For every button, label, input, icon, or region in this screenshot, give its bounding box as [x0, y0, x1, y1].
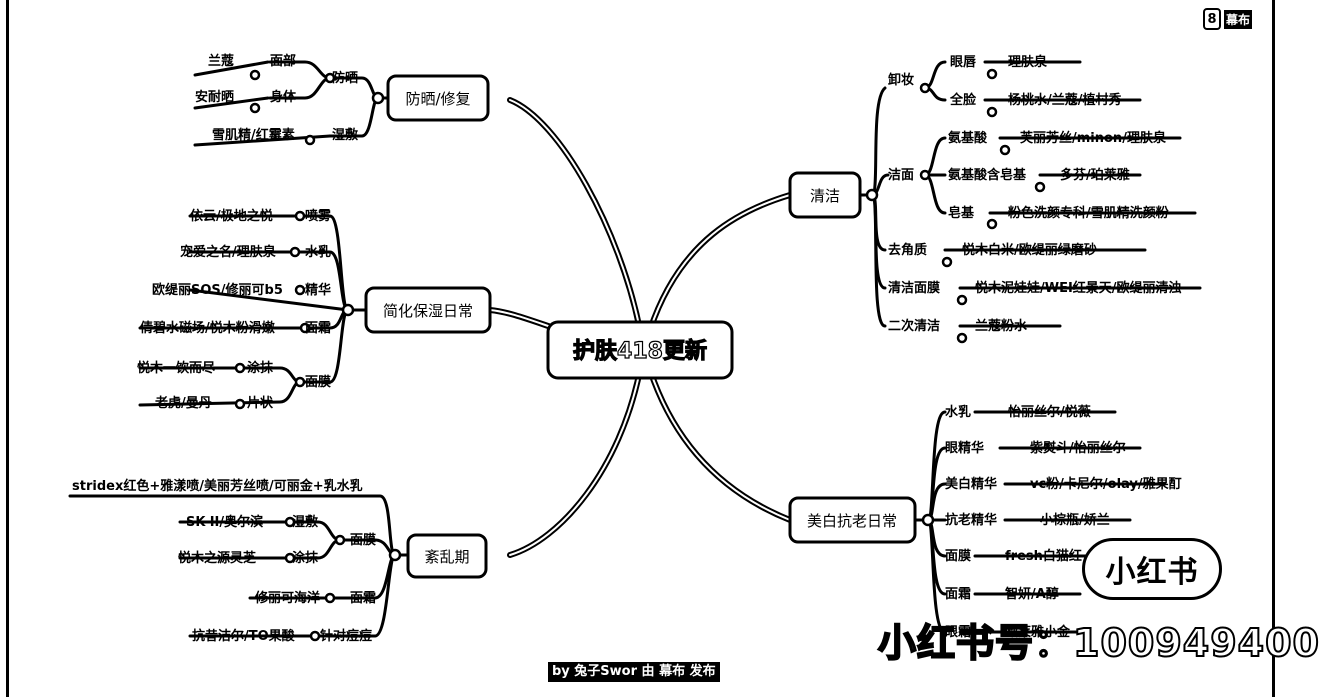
leaf-cat[interactable]: 喷雾 — [305, 208, 332, 224]
brand-name: 幕布 — [1224, 9, 1253, 29]
leaf-cat[interactable]: 水乳 — [945, 404, 971, 420]
leaf-prod[interactable]: 理肤泉 — [1008, 54, 1048, 70]
brand-logo: 8 幕布 — [1203, 6, 1253, 32]
leaf-cat[interactable]: 全脸 — [949, 92, 977, 108]
leaf-prod[interactable]: 兰蔻 — [208, 53, 234, 69]
group-label-mask[interactable]: 面膜 — [350, 532, 376, 548]
mubu-logo-icon: 8 — [1203, 8, 1221, 30]
leaf-cat[interactable]: 面霜 — [945, 587, 971, 602]
leaf-cat[interactable]: 抗老精华 — [945, 512, 997, 528]
topic-baoshi[interactable]: 简化保湿日常 — [364, 286, 492, 334]
xiaohongshu-id-watermark: 小红书号：100949400 — [877, 620, 1320, 666]
topic-fangshai-xiufu[interactable]: 防晒/修复 — [386, 74, 490, 122]
group-label-fangshai[interactable]: 防晒 — [332, 70, 358, 86]
leaf-prod[interactable]: 悦木一饮而尽 — [137, 360, 216, 376]
group-label-shifu[interactable]: 湿敷 — [332, 127, 359, 143]
leaf-prod[interactable]: 多芬/珀莱雅 — [1060, 167, 1130, 183]
group-label-xiezhuang[interactable]: 卸妆 — [888, 72, 914, 88]
leaf-cat[interactable]: 片状 — [247, 395, 274, 411]
leaf-prod[interactable]: 悦木白米/欧缇丽绿磨砂 — [962, 242, 1097, 258]
topic-label: 清洁 — [810, 187, 840, 205]
group-label-acne[interactable]: 针对痘痘 — [319, 628, 372, 644]
topic-qingjie[interactable]: 清洁 — [788, 171, 862, 219]
leaf-cat[interactable]: 面霜 — [305, 321, 331, 336]
leaf-prod[interactable]: 依云/极地之悦 — [190, 208, 273, 224]
frame-border-left — [6, 0, 9, 697]
footer-credit: by 兔子Swor 由 幕布 发布 — [548, 662, 720, 682]
leaf-cat[interactable]: 水乳 — [305, 244, 331, 260]
leaf-cat[interactable]: 精华 — [305, 282, 331, 298]
leaf-prod[interactable]: fresh白猫红 — [1005, 548, 1082, 564]
leaf-prod[interactable]: 欧缇丽SOS/修丽可b5 — [152, 282, 283, 298]
leaf-prod[interactable]: 抗昔洁尔/TO果酸 — [192, 628, 296, 644]
topic-label: 美白抗老日常 — [807, 512, 897, 530]
leaf-prod[interactable]: stridex红色+雅漾喷/美丽芳丝喷/可丽金+乳水乳 — [72, 478, 363, 494]
leaf-prod[interactable]: 雪肌精/红霉素 — [212, 127, 295, 143]
leaf-prod[interactable]: 紫熨斗/怡丽丝尔 — [1030, 440, 1126, 456]
leaf-cat[interactable]: 湿敷 — [292, 514, 319, 530]
leaf-cat[interactable]: 氨基酸 — [947, 130, 988, 146]
leaf-cat[interactable]: 眼精华 — [945, 440, 984, 456]
topic-label: 紊乱期 — [424, 548, 469, 566]
leaf-cat[interactable]: 去角质 — [888, 242, 927, 258]
leaf-prod[interactable]: 悦木之源灵芝 — [178, 550, 256, 566]
leaf-prod[interactable]: 怡丽丝尔/悦薇 — [1008, 404, 1091, 420]
leaf-cat[interactable]: 清洁面膜 — [888, 280, 940, 296]
topic-meibai[interactable]: 美白抗老日常 — [788, 496, 917, 544]
leaf-prod[interactable]: 倩碧水磁场/悦木粉滑嫩 — [139, 320, 276, 336]
center-node[interactable]: 护肤418更新 — [546, 320, 734, 380]
topic-wenluan[interactable]: 紊乱期 — [406, 533, 488, 579]
mindmap-canvas: 护肤418更新 防晒/修复 简化保湿日常 紊乱期 清洁 美白抗老日常 防晒 面部… — [68, 53, 1202, 644]
leaf-cat[interactable]: 涂抹 — [247, 360, 274, 376]
center-node-label: 护肤418更新 — [573, 338, 707, 364]
leaf-prod[interactable]: 粉色洗颜专科/雪肌精洗颜粉 — [1008, 205, 1169, 221]
leaf-prod[interactable]: 悦木泥娃娃/WEI红景天/欧缇丽清浊 — [975, 280, 1182, 296]
xiaohongshu-badge: 小红书 — [1082, 538, 1222, 600]
leaf-prod[interactable]: vc粉/卡尼尔/olay/雅果酊 — [1030, 476, 1182, 492]
leaf-prod[interactable]: 宠爱之名/理肤泉 — [180, 244, 277, 260]
leaf-prod[interactable]: 老虎/曼丹 — [154, 395, 212, 411]
leaf-prod[interactable]: 欧莱雅小金 — [1005, 624, 1071, 640]
leaf-prod[interactable]: 杨桃水/兰蔻/植村秀 — [1008, 92, 1122, 108]
leaf-cat[interactable]: 皂基 — [948, 205, 975, 221]
leaf-prod[interactable]: 芙丽芳丝/minon/理肤泉 — [1020, 130, 1167, 146]
leaf-cat[interactable]: 眼唇 — [950, 54, 977, 70]
leaf-cat[interactable]: 面部 — [270, 53, 296, 69]
topic-label: 防晒/修复 — [405, 90, 470, 108]
leaf-prod[interactable]: 安耐晒 — [195, 89, 234, 105]
connector-dots — [234, 68, 1046, 642]
leaf-cat[interactable]: 身体 — [270, 89, 297, 105]
group-label-jiemian[interactable]: 洁面 — [888, 167, 914, 183]
frame-border-right — [1272, 0, 1275, 697]
leaf-cat[interactable]: 氨基酸含皂基 — [947, 167, 1027, 183]
leaf-cat[interactable]: 美白精华 — [945, 476, 997, 492]
leaf-prod[interactable]: 智妍/A醇 — [1005, 586, 1059, 602]
topic-label: 简化保湿日常 — [383, 302, 473, 320]
leaf-cat[interactable]: 眼霜 — [945, 625, 971, 640]
leaf-labels: 防晒 面部 兰蔻 身体 安耐晒 湿敷 雪肌精/红霉素 喷雾 依云/极地之悦 水乳… — [72, 53, 1182, 644]
leaf-prod[interactable]: 小棕瓶/娇兰 — [1040, 512, 1110, 528]
group-label-cream[interactable]: 面霜 — [350, 591, 376, 606]
group-label-mask[interactable]: 面膜 — [305, 374, 331, 390]
leaf-cat[interactable]: 涂抹 — [292, 550, 319, 566]
leaf-prod[interactable]: 修丽可海洋 — [254, 590, 320, 606]
leaf-prod[interactable]: 兰蔻粉水 — [975, 318, 1028, 334]
main-branches-inner — [489, 99, 791, 556]
leaf-prod[interactable]: SK-II/奥尔滨 — [186, 514, 263, 530]
leaf-cat[interactable]: 二次清洁 — [888, 318, 940, 334]
leaf-cat[interactable]: 面膜 — [945, 548, 971, 564]
